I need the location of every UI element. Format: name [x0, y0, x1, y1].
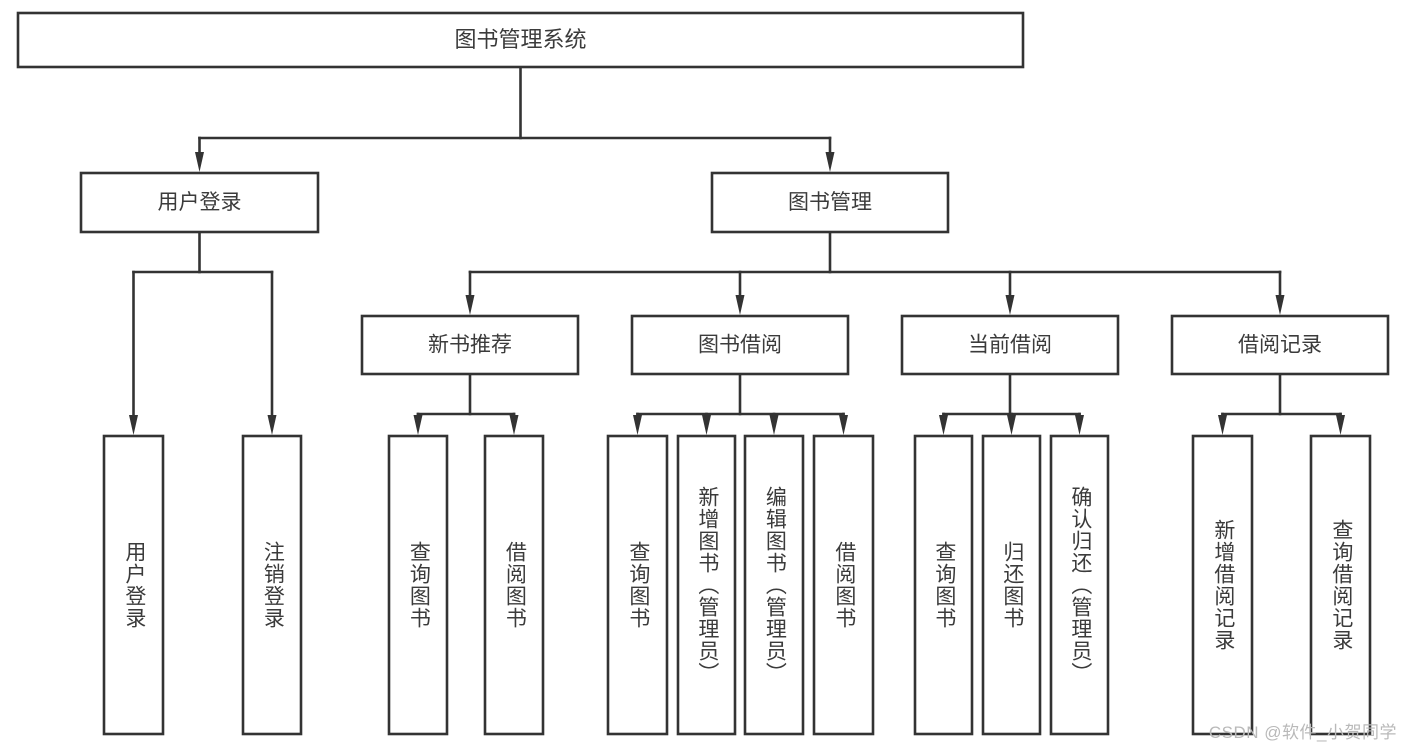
node-box-leaf-query-book-rec[interactable] — [387, 434, 449, 736]
arrow-to-leaf-add-record — [1218, 415, 1227, 435]
node-box-leaf-query-record[interactable] — [1309, 434, 1372, 736]
arrow-to-borrow-record — [1275, 295, 1285, 315]
node-label-book-borrow: 图书借阅 — [698, 334, 782, 357]
node-box-root[interactable] — [16, 11, 1025, 69]
arrow-to-leaf-user-login — [129, 415, 138, 435]
arrow-to-leaf-confirm-return — [1075, 415, 1084, 435]
arrow-to-new-book-rec — [465, 295, 475, 315]
node-label-current-borrow: 当前借阅 — [968, 334, 1052, 357]
arrow-to-leaf-borrow-book-rec — [509, 415, 519, 435]
node-box-current-borrow[interactable] — [900, 314, 1120, 376]
node-box-leaf-borrow-book[interactable] — [812, 434, 875, 736]
boxes-layer — [16, 11, 1390, 736]
arrow-to-book-borrow — [735, 295, 745, 315]
node-box-leaf-return-book[interactable] — [981, 434, 1042, 736]
node-box-leaf-user-login[interactable] — [102, 434, 165, 736]
node-label-user-login: 用户登录 — [158, 191, 242, 214]
arrow-to-leaf-query-book-rec — [413, 415, 423, 435]
arrow-to-leaf-add-book — [702, 415, 711, 435]
node-box-leaf-query-book-borrow[interactable] — [606, 434, 669, 736]
node-box-leaf-query-book-current[interactable] — [913, 434, 974, 736]
node-box-new-book-rec[interactable] — [360, 314, 580, 376]
node-box-leaf-borrow-book-rec[interactable] — [483, 434, 545, 736]
arrow-to-leaf-user-logout — [267, 415, 277, 435]
node-box-leaf-edit-book[interactable] — [743, 434, 805, 736]
arrow-to-current-borrow — [1005, 295, 1015, 315]
node-box-book-borrow[interactable] — [630, 314, 850, 376]
connectors-layer — [129, 65, 1345, 435]
node-box-leaf-add-book[interactable] — [676, 434, 737, 736]
node-label-root: 图书管理系统 — [454, 27, 586, 52]
arrow-to-book-manage — [825, 152, 835, 172]
node-box-leaf-add-record[interactable] — [1191, 434, 1254, 736]
arrow-to-leaf-query-book-borrow — [633, 415, 642, 435]
arrow-to-leaf-query-book-current — [939, 415, 948, 435]
node-label-borrow-record: 借阅记录 — [1238, 334, 1322, 357]
node-box-leaf-user-logout[interactable] — [241, 434, 303, 736]
arrow-to-leaf-query-record — [1336, 415, 1345, 435]
csdn-watermark: CSDN @软件_小贺同学 — [1208, 723, 1397, 742]
node-box-leaf-confirm-return[interactable] — [1049, 434, 1110, 736]
node-box-book-manage[interactable] — [710, 171, 950, 234]
node-box-user-login[interactable] — [79, 171, 320, 234]
arrow-to-leaf-return-book — [1007, 415, 1016, 435]
arrow-to-leaf-edit-book — [769, 415, 779, 435]
arrow-to-user-login — [195, 152, 204, 172]
node-label-new-book-rec: 新书推荐 — [428, 334, 512, 357]
node-label-book-manage: 图书管理 — [788, 191, 872, 214]
node-box-borrow-record[interactable] — [1170, 314, 1390, 376]
arrow-to-leaf-borrow-book — [839, 415, 848, 435]
